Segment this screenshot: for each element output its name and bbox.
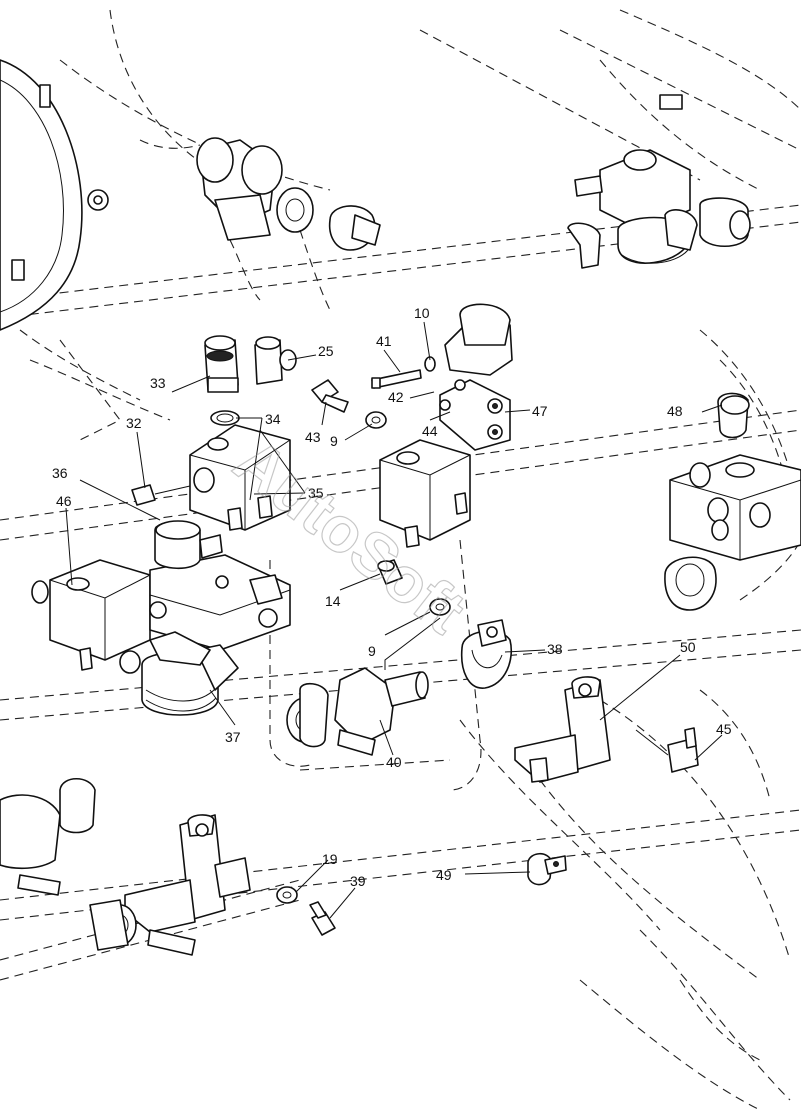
callout-37: 37 <box>225 729 241 745</box>
bracket-50 <box>514 676 611 783</box>
callout-9-upper: 9 <box>330 433 338 449</box>
hose-left-edge <box>0 777 96 896</box>
callout-14: 14 <box>325 593 341 609</box>
washer-9-upper <box>365 411 387 429</box>
callout-44: 44 <box>422 423 438 439</box>
clamp-49 <box>527 852 567 886</box>
bolt-43 <box>311 379 349 413</box>
fitting-32 <box>131 484 191 506</box>
callout-41: 41 <box>376 333 392 349</box>
callout-50: 50 <box>680 639 696 655</box>
leader-lines <box>65 321 723 919</box>
bolt-41 <box>371 369 422 389</box>
washer-19 <box>276 886 298 904</box>
bracket-bottom-left <box>89 814 251 956</box>
callout-45: 45 <box>716 721 732 737</box>
seal-34 <box>210 410 240 426</box>
valve-block-35 <box>189 424 291 531</box>
hose-coupling-top <box>196 137 381 251</box>
fitting-45 <box>635 727 699 773</box>
callout-19: 19 <box>322 851 338 867</box>
callout-49: 49 <box>436 867 452 883</box>
callout-25: 25 <box>318 343 334 359</box>
hose-coupling-40 <box>286 667 429 756</box>
callout-43: 43 <box>305 429 321 445</box>
callout-46: 46 <box>56 493 72 509</box>
washer-9-lower <box>429 598 451 616</box>
callout-35: 35 <box>308 485 324 501</box>
clamp-38 <box>460 619 512 689</box>
callout-42: 42 <box>388 389 404 405</box>
callout-labels: 10 25 41 33 42 47 32 34 43 44 9 48 36 35… <box>52 305 732 889</box>
callout-10: 10 <box>414 305 430 321</box>
valve-block-48 <box>664 392 801 611</box>
fitting-14 <box>377 559 403 585</box>
callout-48: 48 <box>667 403 683 419</box>
brake-chamber-phantom <box>0 59 109 331</box>
callout-39: 39 <box>350 873 366 889</box>
valve-block-center <box>379 439 471 548</box>
valve-assembly-46 <box>31 520 291 716</box>
callout-40: 40 <box>386 754 402 770</box>
callout-38: 38 <box>547 641 563 657</box>
fitting-25 <box>254 336 297 385</box>
bolt-39 <box>309 901 336 936</box>
callout-32: 32 <box>126 415 142 431</box>
sensor-33 <box>204 335 239 393</box>
callout-36: 36 <box>52 465 68 481</box>
callout-33: 33 <box>150 375 166 391</box>
callout-34: 34 <box>265 411 281 427</box>
callout-47: 47 <box>532 403 548 419</box>
callout-9-lower: 9 <box>368 643 376 659</box>
valve-assembly-top-right <box>567 94 751 269</box>
bracket-47 <box>439 303 513 451</box>
